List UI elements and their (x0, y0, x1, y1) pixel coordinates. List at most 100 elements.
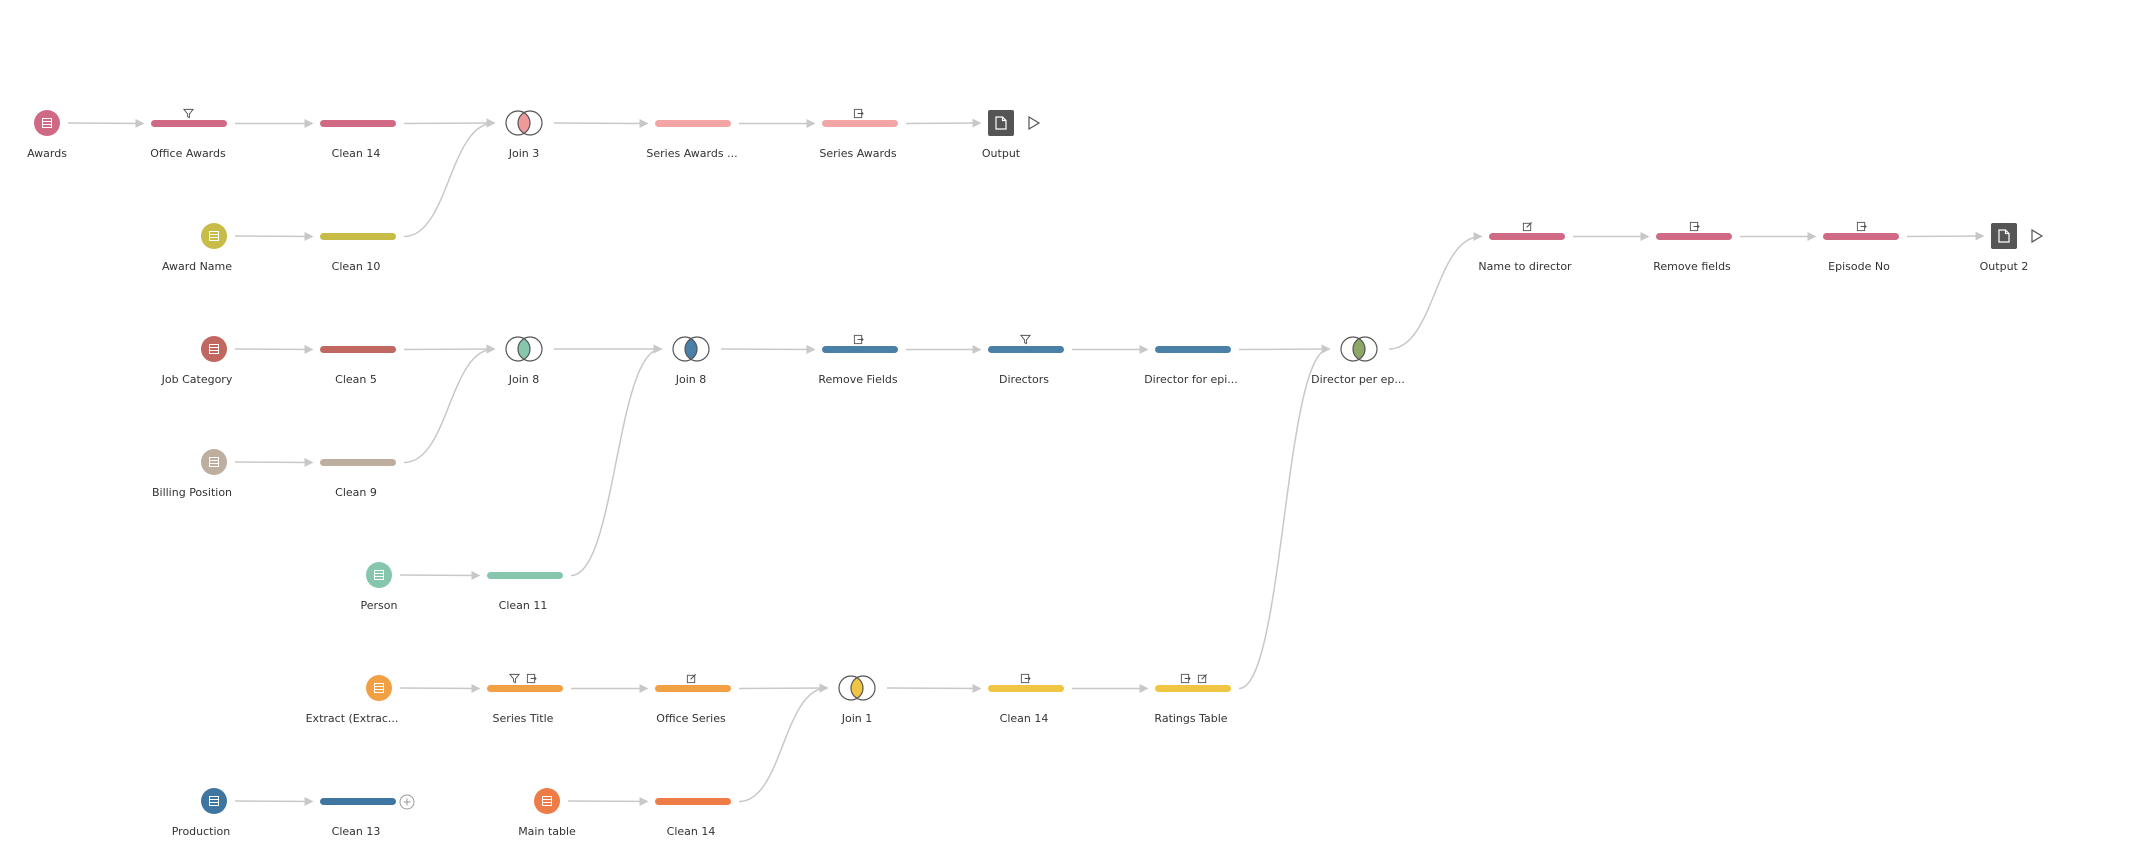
filter-icon (182, 104, 195, 119)
flow-link (886, 683, 982, 693)
join-icon[interactable] (669, 336, 713, 362)
flow-link (1906, 231, 1985, 241)
step-bar[interactable] (320, 459, 396, 466)
node-label: Main table (518, 825, 576, 838)
flow-link (67, 118, 145, 128)
step-bar[interactable] (320, 120, 396, 127)
step-marks (508, 669, 537, 684)
step-marks (182, 104, 195, 119)
step-marks (1180, 669, 1208, 684)
add-step-icon[interactable] (399, 794, 415, 810)
rename-icon (853, 330, 864, 345)
step-bar[interactable] (320, 798, 396, 805)
join-icon[interactable] (502, 336, 546, 362)
step-bar[interactable] (1155, 685, 1231, 692)
node-label: Office Awards (150, 147, 226, 160)
flow-link (399, 570, 481, 580)
edit-icon (686, 669, 697, 684)
step-marks (1522, 217, 1533, 232)
step-marks (853, 330, 864, 345)
node-label: Series Title (492, 712, 554, 725)
flow-link (234, 231, 314, 241)
node-label: Production (171, 825, 231, 838)
data-source-icon[interactable] (201, 223, 227, 249)
step-bar[interactable] (1155, 346, 1231, 353)
rename-icon (1180, 669, 1191, 684)
flow-link (1238, 344, 1331, 354)
node-label: Directors (999, 373, 1049, 386)
step-bar[interactable] (320, 346, 396, 353)
step-bar[interactable] (1489, 233, 1565, 240)
flow-link (570, 344, 663, 577)
flow-link (234, 344, 314, 354)
flow-link (234, 796, 314, 806)
run-icon[interactable] (1027, 115, 1041, 131)
node-label: Clean 11 (498, 599, 548, 612)
node-label: Billing Position (151, 486, 233, 499)
node-label: Remove fields (1653, 260, 1731, 273)
node-label: Join 3 (508, 147, 540, 160)
node-label: Clean 14 (999, 712, 1049, 725)
join-icon[interactable] (835, 675, 879, 701)
node-label: Director per ep... (1311, 373, 1405, 386)
node-label: Job Category (161, 373, 233, 386)
rename-icon (1689, 217, 1700, 232)
data-source-icon[interactable] (534, 788, 560, 814)
flow-link (905, 118, 982, 128)
node-label: Clean 9 (335, 486, 377, 499)
step-marks (686, 669, 697, 684)
output-icon[interactable] (988, 110, 1014, 136)
step-bar[interactable] (655, 685, 731, 692)
step-bar[interactable] (822, 346, 898, 353)
step-marks (1019, 330, 1032, 345)
flow-link (1388, 232, 1483, 350)
step-bar[interactable] (988, 685, 1064, 692)
step-bar[interactable] (655, 120, 731, 127)
node-label: Output 2 (1979, 260, 2029, 273)
step-marks (853, 104, 864, 119)
flow-link (399, 683, 481, 693)
node-label: Episode No (1828, 260, 1890, 273)
step-bar[interactable] (320, 233, 396, 240)
step-bar[interactable] (151, 120, 227, 127)
step-bar[interactable] (988, 346, 1064, 353)
step-bar[interactable] (822, 120, 898, 127)
node-label: Clean 5 (335, 373, 377, 386)
node-label: Ratings Table (1154, 712, 1228, 725)
step-bar[interactable] (655, 798, 731, 805)
node-label: Awards (27, 147, 67, 160)
node-label: Clean 14 (666, 825, 716, 838)
step-bar[interactable] (487, 572, 563, 579)
data-source-icon[interactable] (201, 788, 227, 814)
flow-link (553, 118, 649, 128)
rename-icon (1856, 217, 1867, 232)
data-source-icon[interactable] (366, 562, 392, 588)
step-bar[interactable] (487, 685, 563, 692)
data-source-icon[interactable] (34, 110, 60, 136)
filter-icon (1019, 330, 1032, 345)
output-icon[interactable] (1991, 223, 2017, 249)
join-icon[interactable] (502, 110, 546, 136)
node-label: Join 8 (508, 373, 540, 386)
node-label: Office Series (656, 712, 726, 725)
data-source-icon[interactable] (201, 336, 227, 362)
node-label: Clean 14 (331, 147, 381, 160)
flow-link (234, 457, 314, 467)
rename-icon (526, 669, 537, 684)
data-source-icon[interactable] (366, 675, 392, 701)
step-bar[interactable] (1656, 233, 1732, 240)
flow-link (738, 683, 829, 693)
run-icon[interactable] (2030, 228, 2044, 244)
step-bar[interactable] (1823, 233, 1899, 240)
node-label: Clean 10 (331, 260, 381, 273)
node-label: Clean 13 (331, 825, 381, 838)
rename-icon (853, 104, 864, 119)
data-source-icon[interactable] (201, 449, 227, 475)
rename-icon (1020, 669, 1031, 684)
step-marks (1856, 217, 1867, 232)
node-label: Award Name (161, 260, 233, 273)
join-icon[interactable] (1337, 336, 1381, 362)
node-label: Output (981, 147, 1021, 160)
